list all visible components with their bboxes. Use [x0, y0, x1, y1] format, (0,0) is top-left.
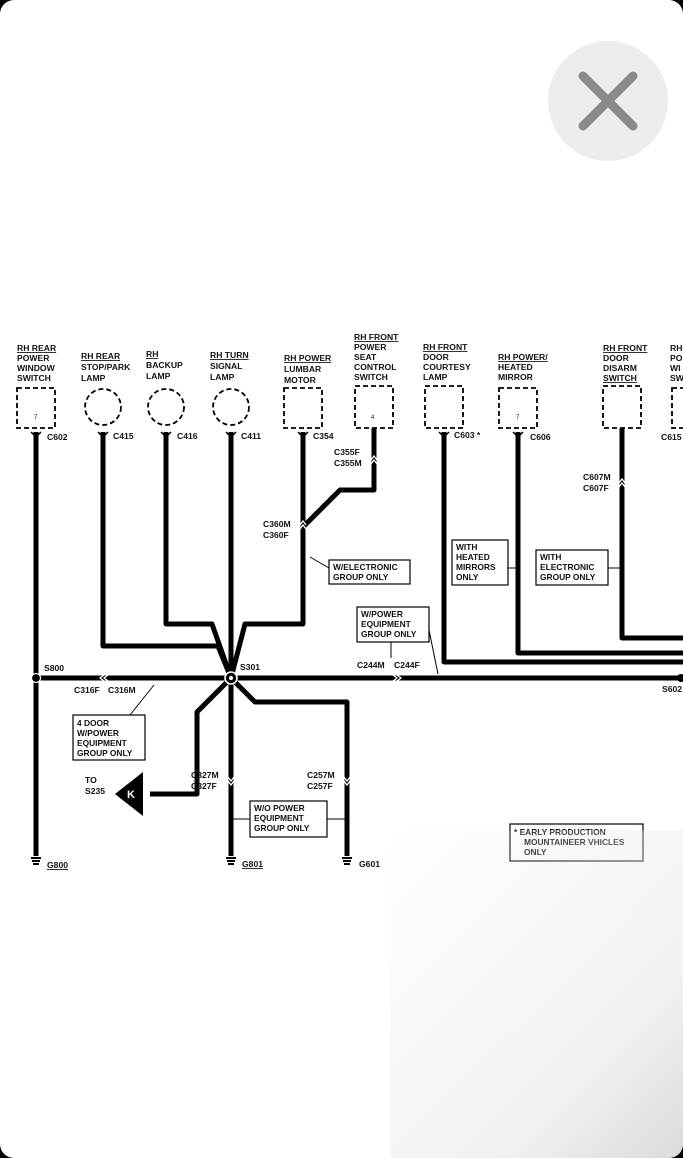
svg-text:4: 4	[371, 415, 375, 421]
svg-text:K: K	[127, 789, 135, 801]
svg-text:C244M: C244M	[357, 660, 385, 670]
svg-text:S301: S301	[240, 662, 260, 672]
wire-to-s235	[150, 676, 233, 797]
wire-c257	[229, 676, 350, 856]
ground-g800-icon	[31, 857, 41, 865]
svg-text:C606: C606	[530, 432, 551, 442]
connector-labels: C602 C415 C416 C411 C354 C603 * C606 C61…	[44, 430, 682, 791]
svg-text:S602: S602	[662, 684, 682, 694]
wire-c416	[163, 432, 234, 679]
wire-c603	[441, 432, 683, 665]
connector-marks	[98, 454, 626, 787]
label-lumbar-motor: RH POWER LUMBAR MOTOR	[284, 353, 334, 385]
note-wo-power: W/O POWER EQUIPMENT GROUP ONLY	[233, 800, 345, 838]
svg-text:C607F: C607F	[583, 483, 609, 493]
label-disarm-switch: RH FRONT DOOR DISARM SWITCH	[603, 343, 650, 383]
svg-text:C257M: C257M	[307, 770, 335, 780]
component-c615	[671, 387, 683, 429]
svg-text:W/POWER EQUIPMENT: W/POWER EQUIPMENT GROUP ONLY	[361, 609, 417, 639]
svg-text:C316M: C316M	[108, 685, 136, 695]
component-c411	[212, 388, 250, 426]
component-symbols: 7 4 7	[16, 385, 683, 439]
svg-text:C615: C615	[661, 432, 682, 442]
svg-text:C602: C602	[47, 432, 68, 442]
label-backup-lamp: RH BACKUP LAMP	[146, 349, 185, 381]
note-power-equipment: W/POWER EQUIPMENT GROUP ONLY	[356, 606, 439, 675]
component-c354	[283, 387, 323, 429]
label-seat-control-switch: RH FRONT POWER SEAT CONTROL SWITCH	[354, 332, 401, 382]
svg-text:W/O POWER EQUIPMENT: W/O POWER EQUIPMENT GROUP ONLY	[254, 803, 310, 833]
component-disarm	[602, 385, 642, 429]
splice-s800	[30, 672, 42, 684]
ground-g801-icon	[226, 857, 236, 865]
label-rear-stop-lamp: RH REAR STOP/PARK LAMP	[81, 351, 133, 383]
offpage-connector-k: K TO S235	[85, 772, 143, 816]
note-electronic-group: W/ELECTRONIC GROUP ONLY	[309, 556, 411, 585]
svg-text:C354: C354	[313, 431, 334, 441]
svg-text:C603 *: C603 *	[454, 430, 481, 440]
svg-text:C607M: C607M	[583, 472, 611, 482]
svg-text:C316F: C316F	[74, 685, 100, 695]
svg-text:S800: S800	[44, 663, 64, 673]
splice-s602	[677, 674, 683, 682]
wire-c354	[228, 432, 306, 679]
component-seat-switch	[354, 385, 394, 429]
svg-text:C327F: C327F	[191, 781, 217, 791]
svg-text:C355F: C355F	[334, 447, 360, 457]
svg-text:TO: TO	[85, 775, 97, 785]
component-c603	[424, 385, 464, 429]
svg-text:WITH HEATED: WITH HEATED MIRRORS ONLY	[456, 542, 498, 582]
grounds: G800 G801 G601	[31, 857, 380, 870]
svg-text:7: 7	[34, 415, 38, 421]
ground-g601-icon	[342, 857, 352, 865]
wire-c606	[515, 432, 683, 656]
label-heated-mirror: RH POWER/ HEATED MIRROR	[498, 352, 550, 382]
label-turn-signal-lamp: RH TURN SIGNAL LAMP	[210, 350, 251, 382]
component-c415	[84, 388, 122, 426]
component-c606	[498, 387, 538, 429]
svg-text:4 DOOR W/POWER: 4 DOOR W/POWER EQUIPMENT GROUP ONLY	[77, 718, 133, 758]
svg-text:C257F: C257F	[307, 781, 333, 791]
svg-text:C415: C415	[113, 431, 134, 441]
close-button[interactable]	[548, 41, 668, 161]
svg-text:C360M: C360M	[263, 519, 291, 529]
label-courtesy-lamp: RH FRONT DOOR COURTESY LAMP	[423, 342, 473, 382]
label-front-window-switch: RH FRO PO WI SW	[670, 343, 683, 383]
svg-text:WITH ELECTRONIC: WITH ELECTRONIC GROUP ONLY	[540, 552, 597, 582]
svg-text:S235: S235	[85, 786, 105, 796]
note-boxes: W/ELECTRONIC GROUP ONLY WITH HEATED MIRR…	[72, 539, 644, 862]
svg-text:G801: G801	[242, 859, 263, 869]
svg-text:C327M: C327M	[191, 770, 219, 780]
label-rear-window-switch: RH REAR POWER WINDOW SWITCH	[17, 343, 59, 383]
wire-seat-switch	[301, 428, 377, 529]
svg-text:C244F: C244F	[394, 660, 420, 670]
svg-text:C416: C416	[177, 431, 198, 441]
component-c602	[16, 387, 56, 429]
svg-text:C355M: C355M	[334, 458, 362, 468]
svg-text:C411: C411	[241, 431, 261, 441]
wiring-diagram: 7 4 7 RH REAR POWER WI	[16, 332, 683, 870]
note-four-door: 4 DOOR W/POWER EQUIPMENT GROUP ONLY	[72, 684, 155, 761]
note-with-electronic: WITH ELECTRONIC GROUP ONLY	[535, 549, 622, 586]
note-heated-mirrors: WITH HEATED MIRRORS ONLY	[451, 539, 518, 586]
svg-text:C360F: C360F	[263, 530, 289, 540]
component-c416	[147, 388, 185, 426]
note-early-production: * EARLY PRODUCTION MOUNTAINEER VHICLES O…	[509, 823, 644, 862]
wires	[33, 428, 683, 856]
component-labels: RH REAR POWER WINDOW SWITCH RH REAR STOP…	[17, 332, 683, 385]
svg-text:7: 7	[516, 415, 520, 421]
close-x-icon	[578, 71, 638, 131]
svg-text:G800: G800	[47, 860, 68, 870]
svg-text:G601: G601	[359, 859, 380, 869]
svg-text:W/ELECTRONIC GROUP O: W/ELECTRONIC GROUP ONLY	[333, 562, 400, 582]
wire-disarm	[619, 428, 683, 641]
